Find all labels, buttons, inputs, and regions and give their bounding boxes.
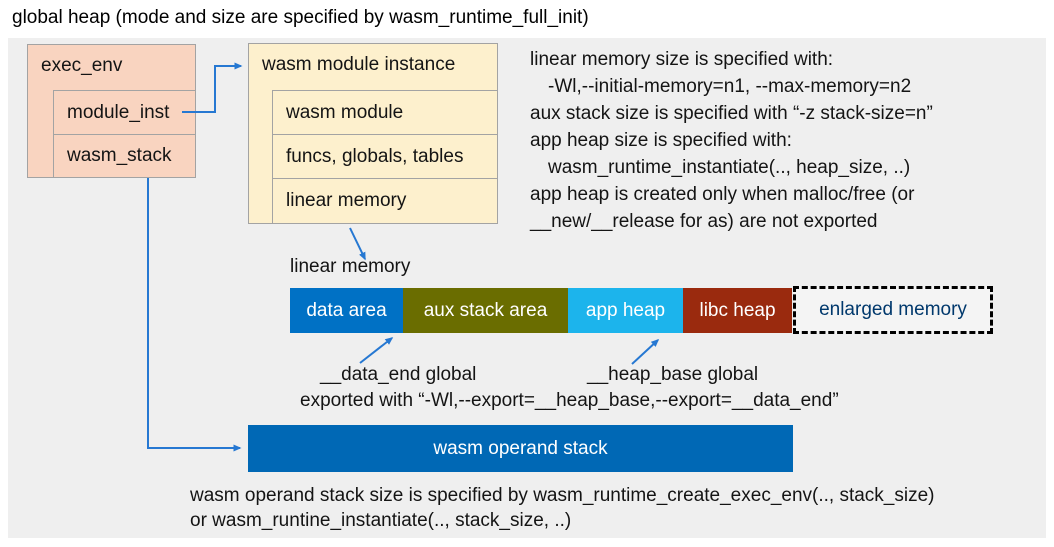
heap-base-global-label: __heap_base global [587, 364, 759, 385]
wasm-module-label: wasm module [286, 101, 404, 123]
funcs-globals-tables-label: funcs, globals, tables [286, 145, 464, 167]
aux-stack-area-label: aux stack area [423, 299, 548, 321]
data-end-global-label: __data_end global [320, 364, 477, 385]
note-line: app heap is created only when malloc/fre… [530, 184, 915, 205]
wasm-operand-stack-label: wasm operand stack [433, 437, 608, 459]
diagram-title: global heap (mode and size are specified… [12, 7, 589, 28]
footer-line: wasm operand stack size is specified by … [190, 485, 935, 506]
wasm-module-box: wasm module [272, 90, 498, 135]
data-area-label: data area [306, 299, 387, 321]
wasm-stack-box: wasm_stack [53, 134, 196, 178]
enlarged-memory-label: enlarged memory [819, 299, 967, 320]
linear-memory-row-label: linear memory [286, 190, 407, 211]
app-heap-label: app heap [585, 299, 666, 321]
app-heap-segment: app heap [568, 288, 683, 333]
funcs-globals-tables-box: funcs, globals, tables [272, 134, 498, 179]
linear-memory-bar-title: linear memory [290, 256, 411, 277]
libc-heap-segment: libc heap [683, 288, 792, 333]
wasm-operand-stack-bar: wasm operand stack [248, 425, 793, 472]
data-area-segment: data area [290, 288, 403, 333]
note-line: linear memory size is specified with: [530, 49, 834, 70]
footer-line: or wasm_runtine_instantiate(.., stack_si… [190, 510, 572, 531]
enlarged-memory-box: enlarged memory [793, 286, 993, 334]
libc-heap-label: libc heap [699, 299, 776, 321]
linear-memory-box: linear memory [272, 178, 498, 224]
note-line: aux stack size is specified with “-z sta… [530, 103, 933, 124]
exec-env-label: exec_env [41, 55, 123, 76]
note-line: wasm_runtime_instantiate(.., heap_size, … [548, 157, 911, 178]
wasm-stack-label: wasm_stack [67, 145, 172, 166]
note-line: -Wl,--initial-memory=n1, --max-memory=n2 [548, 76, 912, 97]
module-instance-label: wasm module instance [262, 54, 456, 75]
memory-size-notes: linear memory size is specified with: -W… [530, 46, 933, 235]
operand-stack-notes: wasm operand stack size is specified by … [190, 483, 935, 533]
note-line: __new/__release for as) are not exported [530, 211, 878, 232]
module-inst-box: module_inst [53, 90, 196, 135]
note-line: app heap size is specified with: [530, 130, 792, 151]
exported-with-label: exported with “-Wl,--export=__heap_base,… [300, 390, 839, 411]
module-inst-label: module_inst [67, 101, 170, 123]
aux-stack-area-segment: aux stack area [403, 288, 568, 333]
